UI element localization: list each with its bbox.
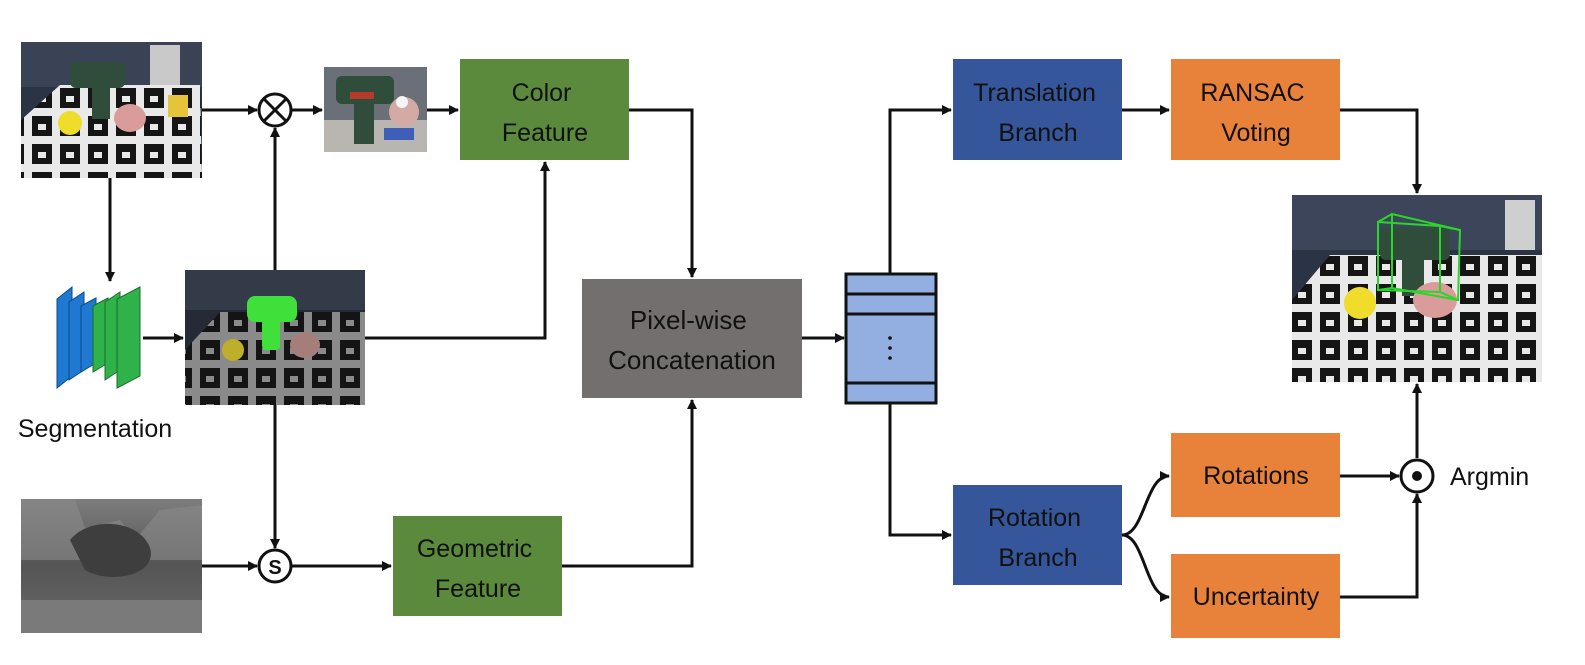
svg-text:Pixel-wise Concatenation: Pixel-wise Concatenation [608,305,776,375]
color-feature-line-2: Feature [502,119,588,147]
rotations-label: Rotations [1203,462,1309,490]
svg-text:Color Feature: Color Feature [502,79,588,147]
rotation-branch-line-1: Rotation [988,504,1081,532]
arrow-geometric-feature-to-concat [562,399,697,568]
circled-times-icon [257,92,293,128]
geometric-feature-line-2: Feature [435,575,521,603]
pose-result-image [1292,195,1542,382]
argmin-label: Argmin [1450,463,1529,491]
geometric-feature-line-1: Geometric [417,535,532,563]
cropped-object-image [324,67,427,152]
select-symbol: S [268,557,281,579]
svg-text:Rotation Branch: Rotation Branch [988,504,1088,572]
depth-input-image [21,499,202,633]
segmentation-mask-image [185,270,365,405]
color-feature-box: Color Feature [460,59,629,160]
rgb-input-image [21,42,202,178]
rotation-branch-box: Rotation Branch [953,485,1122,585]
arrow-uncertainty-to-dot [1340,493,1422,599]
pixel-concat-line-2: Concatenation [608,345,776,375]
rotations-box: Rotations [1171,433,1340,517]
arrow-ransac-to-result [1340,108,1422,194]
ransac-voting-line-2: Voting [1221,119,1291,147]
encoder-decoder-icon [56,285,141,390]
pixel-concat-line-1: Pixel-wise [630,305,747,335]
arrow-rotation-to-uncertainty [1121,533,1170,602]
svg-text:Translation Branch: Translation Branch [973,79,1103,147]
feature-vector [844,272,938,405]
connectors [105,105,1422,602]
arrow-rotation-to-rotations [1121,471,1170,537]
arrow-color-feature-to-concat [629,108,697,278]
arrow-feature-vector-to-translation [888,105,952,274]
circled-s-icon: S [257,548,293,584]
translation-branch-line-2: Branch [998,119,1077,147]
arrow-mask-to-color-feature [365,161,550,340]
uncertainty-box: Uncertainty [1171,554,1340,638]
color-feature-line-1: Color [512,79,572,107]
3d-bounding-box [1377,212,1462,302]
segmentation-label: Segmentation [18,415,172,443]
uncertainty-label: Uncertainty [1193,583,1320,611]
ransac-voting-box: RANSAC Voting [1171,59,1340,160]
vertical-ellipsis-icon [888,336,892,360]
pixel-concatenation-box: Pixel-wise Concatenation [582,279,802,398]
svg-text:Geometric Feature: Geometric Feature [417,535,539,603]
arrow-feature-vector-to-rotation [888,403,952,540]
rotation-branch-line-2: Branch [998,544,1077,572]
geometric-feature-box: Geometric Feature [393,516,562,616]
ransac-voting-line-1: RANSAC [1200,79,1304,107]
translation-branch-box: Translation Branch [953,59,1122,160]
circled-dot-icon [1399,458,1435,494]
translation-branch-line-1: Translation [973,79,1096,107]
svg-text:RANSAC Voting: RANSAC Voting [1200,79,1311,147]
